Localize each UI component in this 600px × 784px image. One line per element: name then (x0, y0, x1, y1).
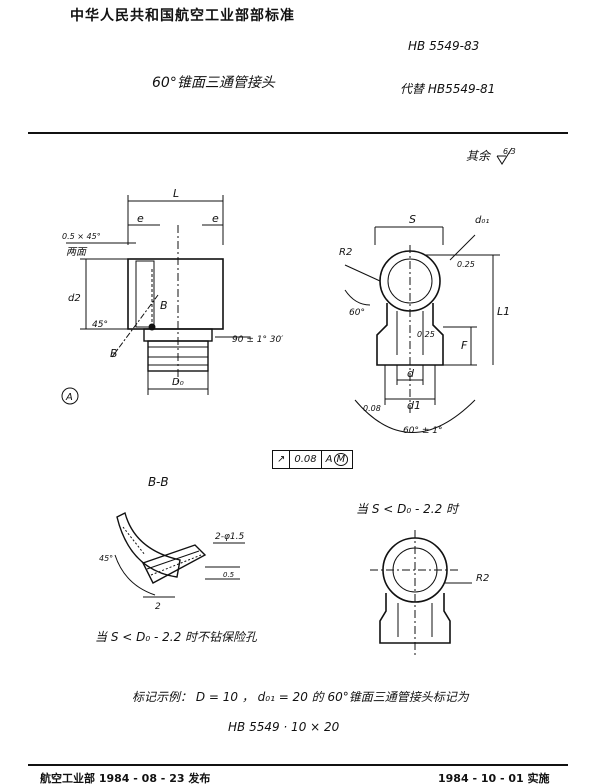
marking-code: HB 5549 · 10 × 20 (228, 720, 340, 734)
tol-05-label: 0.5 (223, 571, 235, 579)
header-divider (28, 132, 568, 134)
holes-label: 2-φ1.5 (215, 532, 244, 542)
section-angle-45: 45° (99, 554, 113, 563)
section-bb-drawing: 45° 2-φ1.5 2 0.5 (99, 511, 245, 612)
tolerance-value: 0.08 (290, 451, 322, 468)
tol-008-label: 0.08 (363, 404, 381, 413)
dim-D0-label: D₀ (172, 377, 184, 388)
dim-2-label: 2 (155, 602, 161, 612)
chamfer-label: 0.5 × 45° (62, 232, 101, 241)
radius-R2-label: R2 (339, 247, 352, 258)
dim-L-label: L (173, 187, 179, 200)
dim-d2-label: d2 (68, 293, 81, 304)
dim-S-label: S (409, 213, 416, 226)
thread-angle-label: 90 ± 1° 30′ (232, 335, 283, 345)
angle-60-label: 60° (349, 308, 365, 318)
modifier-M-icon: M (333, 453, 349, 466)
dim-d-label: d (407, 367, 415, 380)
dim-d01-label: d₀₁ (475, 215, 489, 226)
condition-view-label: 当 S < D₀ - 2.2 时 (356, 502, 459, 516)
effective-date: 1984 - 10 - 01 实施 (438, 772, 550, 784)
standard-authority: 中华人民共和国航空工业部部标准 (70, 8, 295, 24)
dim-d1-label: d1 (407, 399, 421, 412)
dim-F-label: F (461, 339, 468, 352)
section-bb-label: B-B (148, 475, 169, 489)
footer-divider (28, 764, 568, 766)
section-mark-top: B (160, 299, 168, 312)
replaces-note: 代替 HB5549-81 (400, 82, 496, 96)
document-title: 60°锥面三通管接头 (152, 75, 275, 91)
tol-025-mid: 0.25 (417, 330, 435, 339)
issued-date: 航空工业部 1984 - 08 - 23 发布 (40, 772, 211, 784)
no-lock-hole-note: 当 S < D₀ - 2.2 时不钻保险孔 (95, 630, 258, 644)
standard-code: HB 5549-83 (408, 39, 480, 53)
tol-025-top: 0.25 (457, 260, 475, 269)
side-view-drawing: S d₀₁ R2 0.25 60° 0.25 L1 F d d1 0.08 60… (339, 213, 510, 436)
cone-angle-label: 60° ± 1° (403, 426, 442, 436)
angle-45-label: 45° (92, 320, 108, 330)
view-A-label: A (65, 392, 73, 403)
roughness-note: 其余 6.3 (466, 146, 518, 166)
dim-L1-label: L1 (497, 305, 510, 318)
roughness-symbol-icon: 6.3 (496, 147, 516, 165)
condition-radius-R2: R2 (476, 573, 489, 584)
marking-example: 标记示例： D = 10 ， d₀₁ = 20 的 60°锥面三通管接头标记为 (132, 690, 469, 704)
chamfer-note: 两面 (66, 247, 88, 258)
runout-icon: ↗ (273, 451, 291, 468)
roughness-label: 其余 (466, 149, 491, 163)
condition-view-drawing: R2 (370, 530, 489, 657)
section-mark-bottom: B (110, 347, 118, 360)
dim-e2-label: e (212, 212, 219, 225)
dim-e1-label: e (137, 212, 144, 225)
front-view-drawing: L e e 0.5 × 45° 两面 d2 45° B B 90 ± 1° 30… (61, 187, 283, 405)
